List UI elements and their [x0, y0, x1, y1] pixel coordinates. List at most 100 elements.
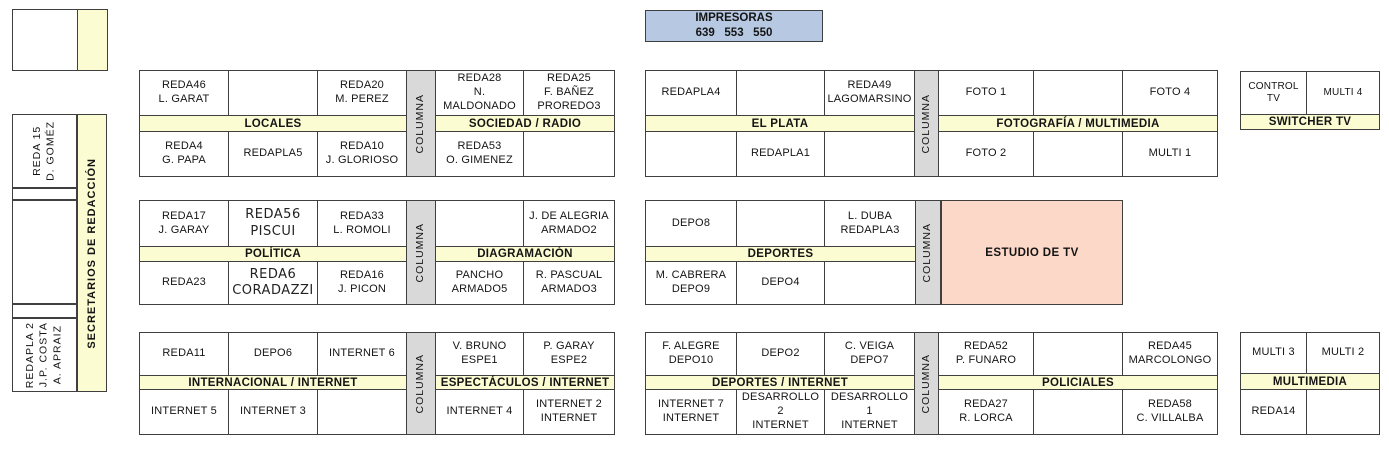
zone-internacional-espectaculos: REDA11 DEPO6 INTERNET 6 INTERNACIONAL / …	[139, 332, 615, 435]
desk-cell: REDA33 L. ROMOLI	[333, 209, 391, 236]
desk-cell: REDA27 R. LORCA	[939, 390, 1034, 434]
section-header-deportes: DEPORTES	[646, 246, 915, 262]
spacer-box-top	[12, 188, 77, 200]
columna-label: COLUMNA	[414, 353, 427, 414]
zone-multimedia: MULTI 3 MULTI 2 MULTIMEDIA REDA14	[1240, 332, 1380, 435]
zone-locales-sociedad: REDA46 L. GARAT REDA20 M. PEREZ LOCALES …	[139, 70, 615, 177]
desk-cell: INTERNET 2 INTERNET	[536, 398, 602, 424]
desk-cell	[1034, 132, 1123, 176]
section-header-deportes-internet: DEPORTES / INTERNET	[646, 375, 914, 390]
desk-cell: REDA46 L. GARAT	[140, 71, 229, 115]
desk-cell	[1034, 71, 1123, 115]
section-header-policiales: POLICIALES	[939, 375, 1217, 390]
columna-label: COLUMNA	[919, 353, 932, 414]
desk-cell: DEPO4	[737, 262, 825, 304]
desk-cell: REDA4 G. PAPA	[140, 132, 229, 176]
desk-cell	[825, 262, 915, 304]
columna-label: COLUMNA	[414, 222, 427, 283]
columna-label: COLUMNA	[921, 222, 934, 283]
desk-cell	[646, 132, 737, 176]
zone-politica-diagramacion: REDA17 J. GARAY REDA56 PISCUI REDA33 L. …	[139, 200, 615, 305]
desk-cell: FOTO 2	[939, 132, 1034, 176]
zone-elplata-fotografia: REDAPLA4 REDA49 LAGOMARSINO EL PLATA RED…	[645, 70, 1218, 177]
zone-switcher-tv: CONTROL TV MULTI 4 SWITCHER TV	[1240, 71, 1380, 130]
section-header-internacional-internet: INTERNACIONAL / INTERNET	[140, 375, 406, 390]
desk-reda15-label: REDA 15 D. GOMÉZ	[30, 121, 57, 181]
desk-cell	[825, 132, 914, 176]
desk-cell: INTERNET 6	[329, 347, 395, 360]
desk-redapla2: REDAPLA 2 J.P. COSTA A. APRAIZ	[12, 318, 77, 392]
desk-cell: MULTI 3	[1241, 333, 1307, 373]
desk-cell: FOTO 4	[1149, 86, 1191, 99]
desk-cell	[737, 201, 825, 246]
zone-deportes: DEPO8 L. DUBA REDAPLA3 DEPORTES M. CABRE…	[645, 200, 941, 305]
desk-cell: REDA49 LAGOMARSINO	[827, 79, 912, 105]
desk-cell: DESARROLLO 2 INTERNET	[737, 390, 825, 434]
empty-desk-box	[12, 200, 77, 304]
desk-cell: INTERNET 4	[436, 390, 524, 434]
desk-cell: REDA53 O. GIMENEZ	[436, 132, 524, 176]
corner-room-box	[12, 9, 108, 71]
zone-deportesinternet-policiales: F. ALEGRE DEPO10 DEPO2 C. VEIGA DEPO7 DE…	[645, 332, 1218, 435]
desk-cell: REDA11	[140, 333, 229, 375]
columna-strip: COLUMNA	[406, 333, 436, 434]
printers-title: IMPRESORAS	[695, 12, 773, 25]
section-header-el-plata: EL PLATA	[646, 115, 914, 132]
corner-room-white	[13, 10, 77, 70]
desk-cell: V. BRUNO ESPE1	[436, 333, 524, 375]
desk-cell: INTERNET 3	[229, 390, 318, 434]
desk-cell	[524, 132, 614, 176]
desk-cell: INTERNET 7 INTERNET	[646, 390, 737, 434]
section-header-fotografia-multimedia: FOTOGRAFÍA / MULTIMEDIA	[939, 115, 1217, 132]
desk-cell: REDA10 J. GLORIOSO	[325, 140, 399, 166]
corner-room-yellow	[77, 10, 107, 70]
desk-cell: MULTI 4	[1323, 86, 1363, 98]
desk-cell: REDAPLA1	[737, 132, 825, 176]
desk-cell	[436, 201, 524, 246]
desk-cell: M. CABRERA DEPO9	[646, 262, 737, 304]
desk-cell: R. PASCUAL ARMADO3	[535, 269, 603, 295]
desk-cell: REDA25 F. BAÑEZ PROREDO3	[537, 72, 601, 112]
columna-strip: COLUMNA	[914, 333, 939, 434]
desk-redapla2-label: REDAPLA 2 J.P. COSTA A. APRAIZ	[24, 321, 64, 389]
desk-cell	[1034, 390, 1123, 434]
columna-label: COLUMNA	[919, 93, 932, 154]
desk-cell: REDA56 PISCUI	[229, 201, 318, 246]
columna-strip: COLUMNA	[915, 201, 940, 304]
desk-cell: REDA6 CORADAZZI	[229, 262, 318, 304]
secretarios-label: SECRETARIOS DE REDACCIÓN	[85, 157, 98, 349]
desk-cell: DEPO2	[737, 333, 825, 375]
columna-strip: COLUMNA	[406, 201, 436, 304]
desk-cell: DESARROLLO 1 INTERNET	[830, 391, 909, 431]
section-header-locales: LOCALES	[140, 115, 406, 132]
desk-cell: CONTROL TV	[1241, 72, 1307, 114]
desk-cell: REDA14	[1241, 390, 1307, 434]
desk-cell	[1034, 333, 1123, 375]
columna-strip: COLUMNA	[914, 71, 939, 176]
desk-cell: REDA52 P. FUNARO	[939, 333, 1034, 375]
desk-cell: REDA58 C. VILLALBA	[1136, 398, 1204, 424]
desk-cell: P. GARAY ESPE2	[543, 340, 595, 366]
tv-studio-label: ESTUDIO DE TV	[985, 246, 1079, 259]
desk-cell: DEPO6	[229, 333, 318, 375]
desk-cell: PANCHO ARMADO5	[436, 262, 524, 304]
desk-cell: J. DE ALEGRIA ARMADO2	[529, 209, 609, 236]
desk-cell: MULTI 1	[1148, 147, 1192, 160]
section-header-sociedad-radio: SOCIEDAD / RADIO	[436, 115, 614, 132]
desk-cell: F. ALEGRE DEPO10	[646, 333, 737, 375]
desk-cell: C. VEIGA DEPO7	[844, 340, 895, 366]
desk-cell: REDAPLA4	[646, 71, 737, 115]
desk-cell: REDA28 N. MALDONADO	[436, 71, 524, 115]
columna-label: COLUMNA	[414, 93, 427, 154]
desk-cell: DEPO8	[646, 201, 737, 246]
columna-strip: COLUMNA	[406, 71, 436, 176]
desk-cell	[318, 390, 406, 434]
desk-cell: REDA16 J. PICON	[337, 269, 387, 295]
desk-reda15: REDA 15 D. GOMÉZ	[12, 114, 77, 188]
section-header-politica: POLÍTICA	[140, 246, 406, 262]
section-header-espectaculos-internet: ESPECTÁCULOS / INTERNET	[436, 375, 614, 390]
desk-cell: REDA17 J. GARAY	[140, 201, 229, 246]
desk-cell: REDA23	[140, 262, 229, 304]
section-header-diagramacion: DIAGRAMACIÓN	[436, 246, 614, 262]
desk-cell: INTERNET 5	[140, 390, 229, 434]
